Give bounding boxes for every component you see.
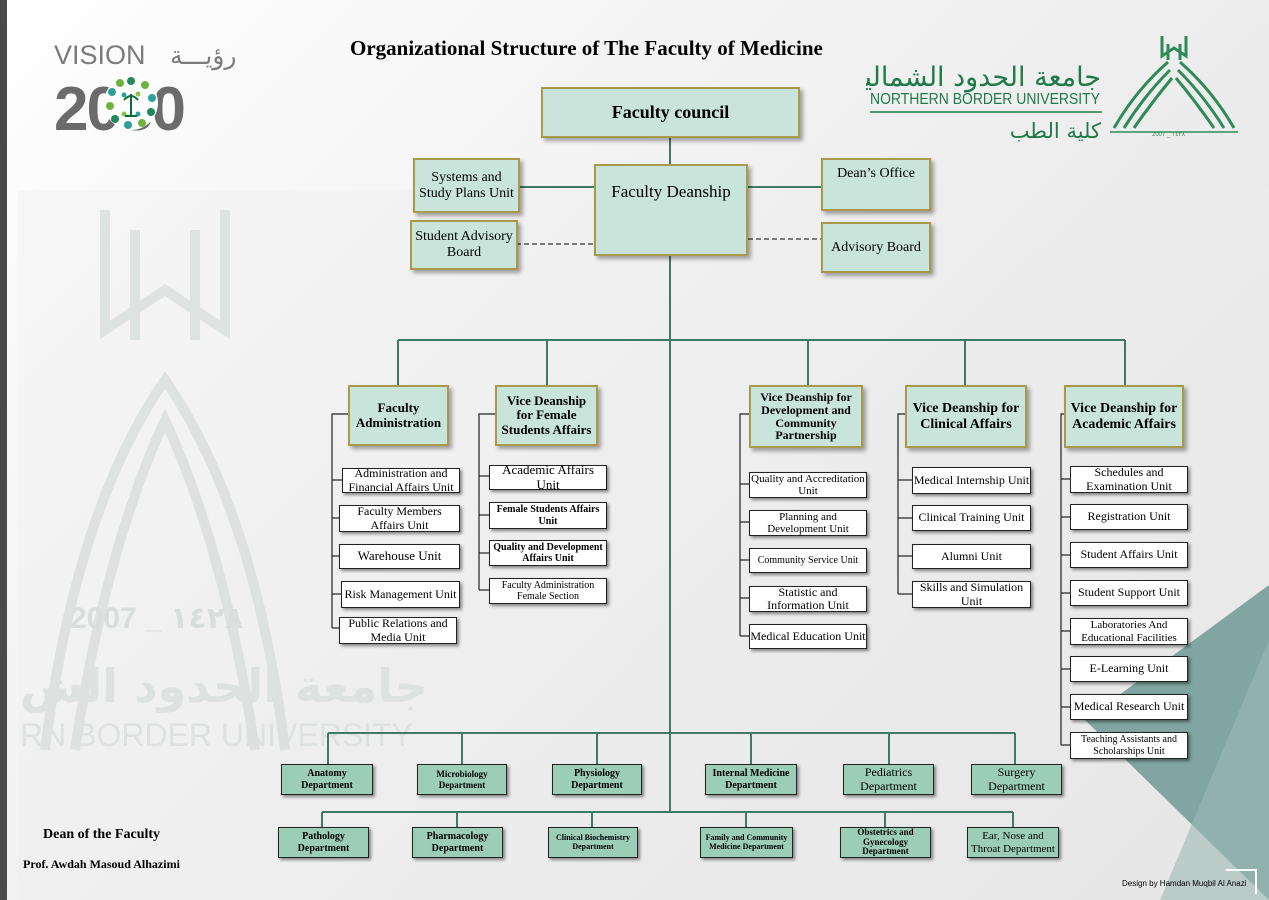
left-edge-bar bbox=[0, 0, 7, 900]
department-box: Family and Community Medicine Department bbox=[700, 827, 793, 858]
unit-box: Medical Internship Unit bbox=[912, 467, 1031, 494]
vision-2030-logo: VISION رؤيـــة 2030 bbox=[54, 40, 236, 136]
faculty-deanship-box: Faculty Deanship bbox=[594, 164, 748, 256]
unit-box: Quality and Accreditation Unit bbox=[749, 472, 867, 498]
watermark-year: 2007 _ ١٤٢٨ bbox=[70, 602, 243, 635]
university-logo: جامعة الحدود الشمالية NORTHERN BORDER UN… bbox=[866, 36, 1238, 142]
unit-box: Teaching Assistants and Scholarships Uni… bbox=[1070, 732, 1188, 759]
unit-box: Registration Unit bbox=[1070, 504, 1188, 530]
branch-head: Vice Deanship for Female Students Affair… bbox=[495, 385, 598, 446]
department-box: Pharmacology Department bbox=[412, 827, 503, 858]
palm-emblem-icon bbox=[104, 76, 158, 130]
systems-study-plans-box: Systems and Study Plans Unit bbox=[413, 158, 520, 213]
dean-title: Dean of the Faculty bbox=[43, 827, 161, 842]
unit-box: Quality and Development Affairs Unit bbox=[489, 540, 607, 566]
deans-office-box: Dean’s Office bbox=[821, 158, 931, 211]
branch-head: Vice Deanship for Development and Commun… bbox=[749, 385, 863, 448]
department-box: Clinical Biochemistry Department bbox=[548, 827, 638, 858]
branch-head: Vice Deanship for Clinical Affairs bbox=[905, 385, 1027, 448]
advisory-board-box: Advisory Board bbox=[821, 222, 931, 273]
unit-box: Alumni Unit bbox=[912, 544, 1031, 569]
watermark-arabic: جامعة الحدود الش bbox=[20, 659, 428, 713]
unit-box: Student Affairs Unit bbox=[1070, 542, 1188, 568]
department-box: Internal Medicine Department bbox=[705, 764, 797, 795]
unit-box: Medical Research Unit bbox=[1070, 694, 1188, 720]
department-box: Pathology Department bbox=[278, 827, 369, 858]
department-box: Obstetrics and Gynecology Department bbox=[840, 827, 931, 858]
unit-box: Schedules and Examination Unit bbox=[1070, 465, 1188, 493]
unit-box: Faculty Members Affairs Unit bbox=[339, 504, 460, 532]
unit-box: Laboratories And Educational Facilities bbox=[1070, 618, 1188, 645]
emblem-year: 2007 _ ١٤٢٨ bbox=[1152, 131, 1186, 138]
department-box: Microbiology Department bbox=[417, 764, 507, 795]
unit-box: Student Support Unit bbox=[1070, 580, 1188, 606]
university-english-name: NORTHERN BORDER UNIVERSITY bbox=[870, 91, 1100, 108]
branch-head: Faculty Administration bbox=[348, 385, 449, 446]
unit-box: Risk Management Unit bbox=[341, 581, 460, 608]
university-watermark: 2007 _ ١٤٢٨ جامعة الحدود الش RN BORDER U… bbox=[20, 210, 428, 753]
vision-word: VISION bbox=[54, 40, 146, 70]
unit-box: E-Learning Unit bbox=[1070, 656, 1188, 682]
unit-box: Statistic and Information Unit bbox=[749, 585, 867, 612]
unit-box: Community Service Unit bbox=[749, 548, 867, 573]
vision-arabic: رؤيـــة bbox=[170, 41, 236, 71]
university-emblem-icon bbox=[1110, 36, 1238, 133]
unit-box: Academic Affairs Unit bbox=[489, 462, 607, 491]
department-box: Surgery Department bbox=[971, 764, 1062, 795]
faculty-council-box: Faculty council bbox=[541, 87, 800, 138]
unit-box: Warehouse Unit bbox=[339, 544, 460, 569]
department-box: Pediatrics Department bbox=[843, 764, 934, 795]
student-advisory-board-box: Student Advisory Board bbox=[410, 220, 518, 270]
unit-box: Clinical Training Unit bbox=[912, 505, 1031, 531]
unit-box: Skills and Simulation Unit bbox=[912, 580, 1031, 608]
unit-box: Faculty Administration Female Section bbox=[489, 578, 607, 604]
department-box: Physiology Department bbox=[552, 764, 642, 795]
faculty-arabic-name: كلية الطب bbox=[1010, 119, 1101, 142]
page-title: Organizational Structure of The Faculty … bbox=[350, 36, 823, 60]
university-arabic-name: جامعة الحدود الشمالية bbox=[866, 62, 1101, 93]
unit-box: Medical Education Unit bbox=[749, 624, 867, 649]
unit-box: Public Relations and Media Unit bbox=[339, 616, 457, 644]
department-box: Ear, Nose and Throat Department bbox=[967, 827, 1059, 858]
unit-box: Administration and Financial Affairs Uni… bbox=[342, 466, 460, 493]
watermark-english: RN BORDER UNIVERSITY bbox=[20, 717, 413, 753]
unit-box: Planning and Development Unit bbox=[749, 510, 867, 536]
dean-name: Prof. Awdah Masoud Alhazimi bbox=[23, 857, 180, 871]
designer-credit: Design by Hamdan Muqbil Al Anazi bbox=[1122, 879, 1247, 888]
unit-box: Female Students Affairs Unit bbox=[489, 502, 607, 529]
branch-head: Vice Deanship for Academic Affairs bbox=[1064, 385, 1184, 448]
department-box: Anatomy Department bbox=[281, 764, 373, 795]
